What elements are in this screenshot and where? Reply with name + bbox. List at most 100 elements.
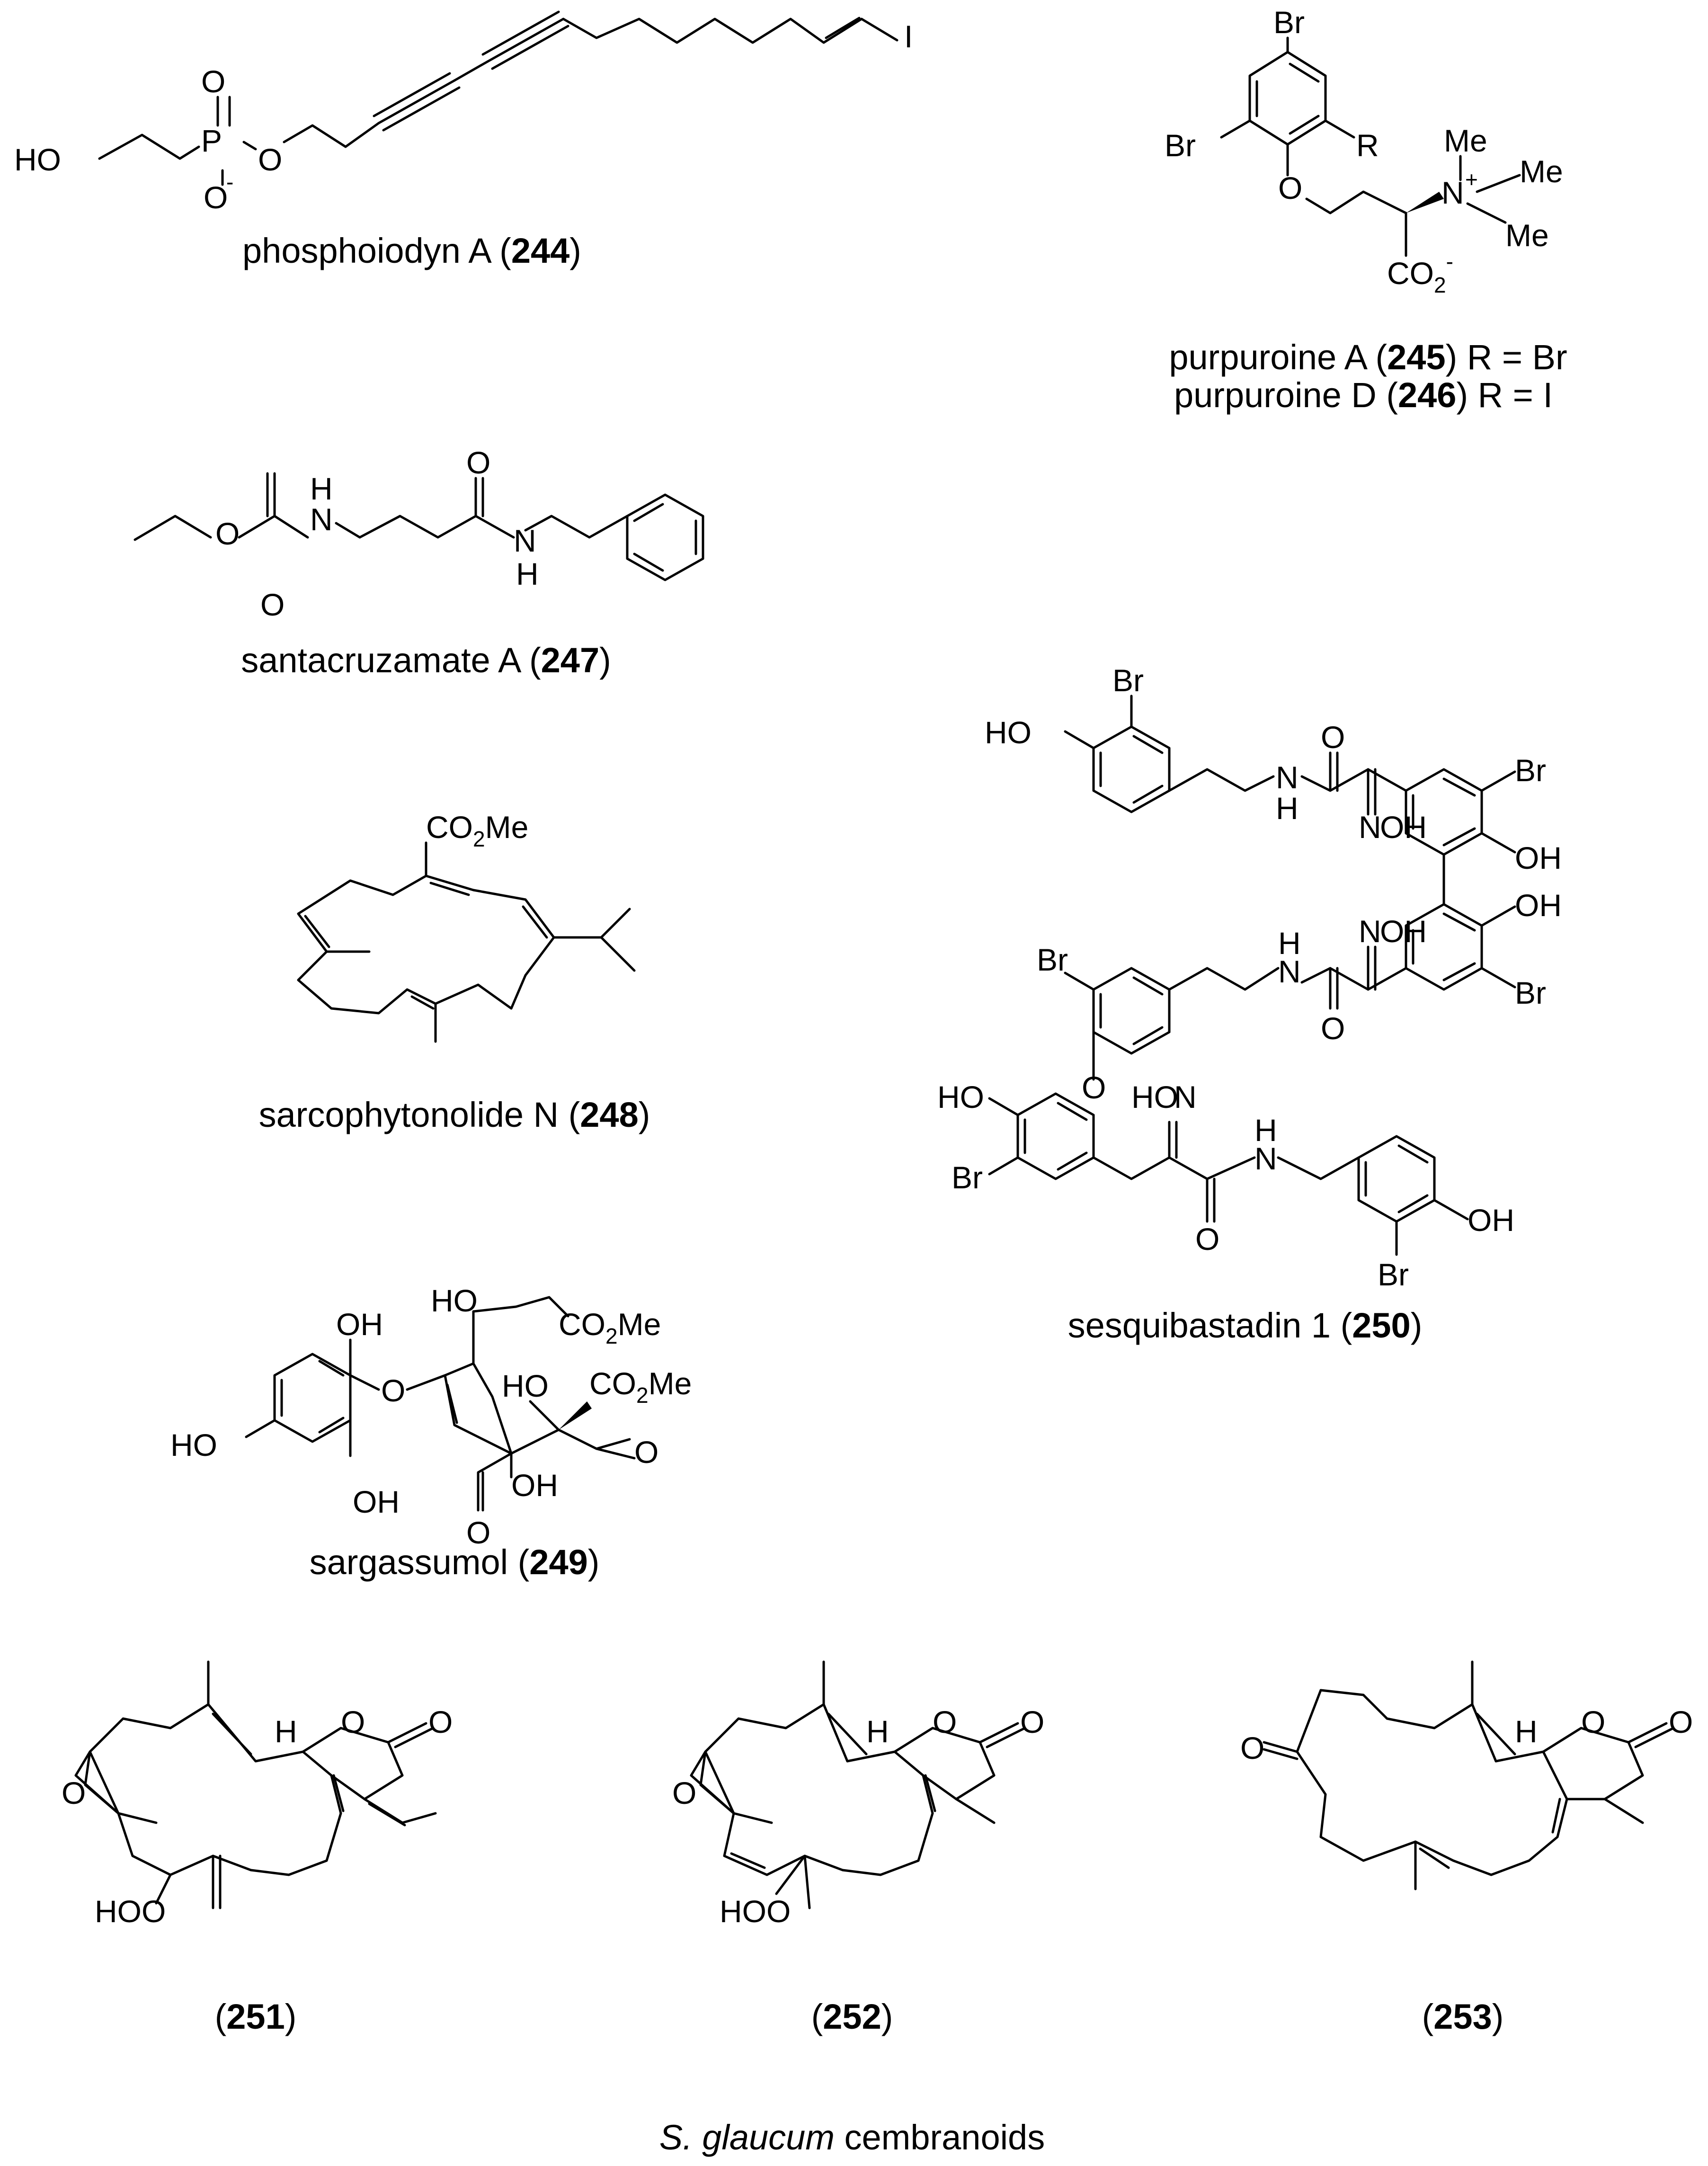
atom-R-245: R: [1356, 128, 1379, 163]
structure-250: Br HO N H O N OH Br OH N OH OH Br N H O …: [937, 663, 1562, 1345]
atom-OH-250b: OH: [1515, 840, 1562, 875]
atom-O-252b: O: [1020, 1704, 1044, 1739]
atom-Br-245a: Br: [1273, 5, 1305, 40]
caption-252: (252): [811, 1997, 893, 2036]
caption-245: purpuroine A (245) R = Br: [1169, 338, 1567, 377]
caption-247-name: santacruzamate A: [241, 641, 522, 680]
caption-250-number: 250: [1352, 1306, 1410, 1345]
atom-O-244b: O: [204, 180, 228, 215]
atom-HO-249b: HO: [431, 1283, 478, 1318]
caption-246-r: R = I: [1478, 375, 1553, 415]
atom-CO-249a: CO: [559, 1307, 605, 1342]
caption-244-name: phosphoiodyn A: [242, 231, 492, 270]
atom-O-250c: O: [1082, 1070, 1106, 1105]
atom-N-250f: N: [1254, 1141, 1277, 1176]
caption-248: sarcophytonolide N (248): [259, 1095, 650, 1134]
caption-246-name: purpuroine D: [1174, 375, 1377, 415]
atom-O-253b: O: [1669, 1704, 1693, 1739]
atom-OH-249b: OH: [353, 1484, 400, 1519]
atom-H-250a: H: [1276, 791, 1299, 826]
atom-I-244: I: [904, 19, 913, 54]
atom-H-251: H: [275, 1714, 297, 1749]
atom-O-244c: O: [258, 142, 282, 177]
atom-CO-sub-248: 2: [473, 827, 485, 851]
structure-248: CO2Me sarcophytonolide N (248): [259, 810, 650, 1134]
charge-minus-245: -: [1446, 249, 1453, 274]
caption-246-number: 246: [1398, 375, 1456, 415]
caption-248-name: sarcophytonolide N: [259, 1095, 559, 1134]
atom-Me-245b: Me: [1520, 154, 1563, 189]
atom-CO-sub-245: 2: [1434, 273, 1446, 297]
caption-247: santacruzamate A (247): [241, 641, 611, 680]
atom-O-252a: O: [933, 1704, 957, 1739]
structure-252: H O O O HOO (252): [672, 1660, 1044, 2036]
caption-253: (253): [1422, 1997, 1504, 2036]
caption-245-r: R = Br: [1467, 338, 1567, 377]
structure-245-246: Br Br R O N + Me Me Me CO2- purpuroine A…: [1165, 5, 1567, 415]
caption-249: sargassumol (249): [310, 1542, 600, 1582]
atom-HO-250a: HO: [985, 715, 1032, 750]
caption-249-number: 249: [529, 1542, 587, 1582]
atom-N-250c: N: [1359, 914, 1381, 949]
caption-251-number: 251: [226, 1997, 285, 2036]
atom-HO-244: HO: [14, 142, 61, 177]
atom-Br-250a: Br: [1112, 663, 1144, 698]
footer-species: S. glaucum: [659, 2118, 835, 2157]
caption-245-number: 245: [1387, 338, 1445, 377]
caption-245-name: purpuroine A: [1169, 338, 1368, 377]
caption-246: purpuroine D (246) R = I: [1174, 375, 1553, 415]
caption-250: sesquibastadin 1 (250): [1068, 1306, 1423, 1345]
structure-247: O O N H O N H santacruzamate A (247): [133, 445, 704, 680]
atom-N-247a: N: [310, 502, 333, 537]
atom-CO2Me-249a: CO2Me: [559, 1307, 661, 1348]
caption-248-number: 248: [580, 1095, 638, 1134]
atom-CO-sub-249a: 2: [605, 1324, 618, 1348]
atom-Me-248: Me: [485, 810, 529, 845]
atom-CO2-245: CO2-: [1387, 249, 1453, 297]
atom-O-249b: O: [634, 1435, 658, 1470]
atom-Br-250e: Br: [952, 1160, 983, 1195]
caption-244-number: 244: [511, 231, 569, 270]
atom-N-250a: N: [1276, 760, 1299, 795]
atom-OH-250d: OH: [1515, 888, 1562, 923]
charge-plus-245: +: [1465, 167, 1478, 192]
structure-251: H O O O HOO (251): [62, 1660, 453, 2036]
atom-Br-250f: Br: [1378, 1257, 1409, 1292]
atom-H-250d: H: [1278, 926, 1301, 961]
atom-O-245: O: [1278, 170, 1302, 205]
caption-250-name: sesquibastadin 1: [1068, 1306, 1331, 1345]
atom-N-250b: N: [1359, 810, 1381, 845]
atom-N-247b: N: [514, 523, 536, 558]
atom-HOO-252: HOO: [720, 1894, 791, 1929]
structure-253: H O O O (253): [1240, 1660, 1693, 2036]
atom-O-244a: O: [201, 64, 225, 99]
atom-H-253: H: [1515, 1714, 1538, 1749]
atom-HO-250b: HO: [937, 1079, 984, 1114]
atom-OH-249a: OH: [336, 1307, 383, 1342]
atom-N-250d: N: [1278, 954, 1301, 989]
atom-H-252: H: [866, 1714, 889, 1749]
structure-249: OH HO OH O HO CO2Me HO CO2Me O O OH sarg…: [170, 1283, 692, 1582]
atom-O-250d: O: [1195, 1221, 1219, 1257]
atom-O-249: O: [381, 1373, 405, 1408]
atom-O-247c: O: [466, 445, 490, 480]
atom-Me-249a: Me: [618, 1307, 661, 1342]
atom-Br-245b: Br: [1165, 128, 1196, 163]
atom-Me-249b: Me: [649, 1366, 692, 1401]
atom-OH-250c: OH: [1380, 914, 1427, 949]
caption-247-number: 247: [541, 641, 599, 680]
atom-OH-250a: OH: [1380, 810, 1427, 845]
atom-O-250a: O: [1321, 720, 1345, 755]
atom-Me-245a: Me: [1444, 123, 1487, 158]
structure-244: HO P O O - O I phosphoiodyn A (244): [14, 10, 913, 270]
atom-CO-249b: CO: [589, 1366, 636, 1401]
atom-O-249c: O: [466, 1515, 490, 1550]
atom-CO-245: CO: [1387, 256, 1434, 291]
atom-H-250f: H: [1254, 1113, 1277, 1148]
charge-minus-244: -: [226, 169, 233, 194]
footer-suffix: cembranoids: [845, 2118, 1045, 2157]
atom-N-250e: N: [1174, 1079, 1197, 1114]
atom-O-251b: O: [428, 1704, 453, 1739]
atom-CO2Me-249b: CO2Me: [589, 1366, 692, 1408]
